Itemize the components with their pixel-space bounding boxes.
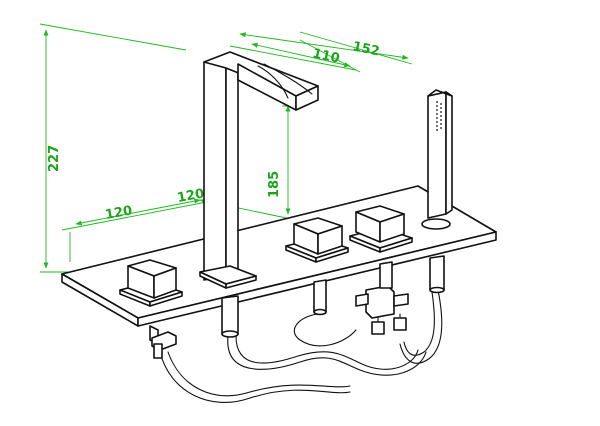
shower-handle-front [427,91,447,219]
label-dim-110: 110 [311,46,341,66]
hose-front-inner [167,351,351,397]
spout-shank-end [221,330,239,338]
shower-shank [429,255,445,291]
label-dim-185: 185 [267,171,282,198]
dimension-lines [39,23,413,273]
left-valve-handle [119,259,183,307]
shower-shank-end [429,286,445,294]
middle-escutcheon-side [315,247,349,263]
shower-handle-side [445,91,453,215]
diverter-port-right [393,293,409,307]
shower-head-top [427,89,453,97]
label-dim-120-left: 120 [104,203,133,222]
label-dim-120-right: 120 [176,186,205,205]
under-deck-fittings [149,255,445,359]
shower-spray-holes [436,101,442,131]
extension-152-right [299,31,413,65]
right-valve-handle [349,205,413,253]
spout-shank [221,295,239,335]
spout-column-right [225,57,239,277]
spout-slot-curve [257,65,289,99]
diverter-shank [379,261,393,289]
diverter-nut-right [393,317,407,331]
hose-front [159,351,351,403]
diverter-port-left [355,293,369,307]
spout-base-side [225,275,257,289]
extension-120-baseline [61,200,213,231]
middle-valve-handle [285,217,349,263]
spout-slot-edge [263,63,313,95]
extension-line-top [39,23,187,51]
waterfall-spout [199,51,319,289]
hose-left [227,335,427,376]
hoses [159,289,443,403]
hose-middle [293,313,357,347]
dim-120-left-line [75,198,201,226]
label-dim-152: 152 [351,39,381,59]
middle-shank-end [313,308,327,316]
left-escutcheon-side [149,291,183,307]
hose-left-inner [235,335,419,370]
spout-column-left [203,57,227,281]
shower-holder-base [421,218,451,230]
middle-handle-side [317,225,343,255]
spout-outlet-face [295,85,319,111]
right-handle-side [379,213,405,243]
hose-right [399,289,443,364]
right-escutcheon-side [379,237,413,253]
dim-152-line [239,32,409,60]
diverter-nut-left [371,321,385,335]
hose-right-inner [403,291,435,356]
diverter-block [365,285,395,319]
label-dim-227: 227 [47,145,62,172]
hand-shower [421,89,453,230]
left-handle-side [153,267,177,299]
middle-shank [313,279,327,313]
left-nut [153,343,163,359]
